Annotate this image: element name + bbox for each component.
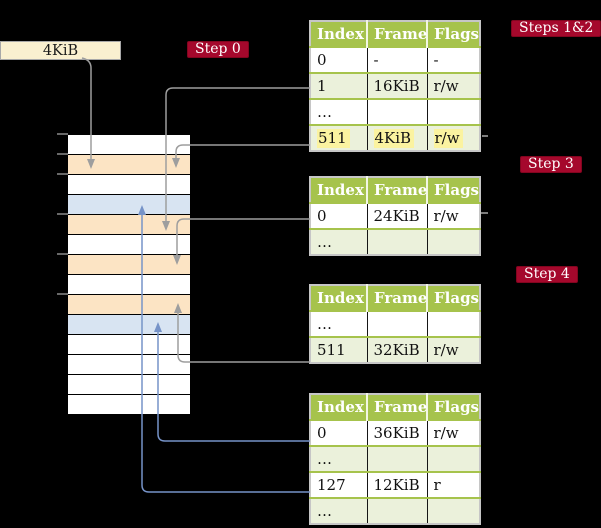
memory-frame-row [68, 375, 190, 395]
table-row: … [310, 98, 480, 125]
physical-memory-column [68, 134, 190, 415]
memory-frame-row [68, 135, 190, 155]
cell-flags [426, 497, 480, 524]
table-row: 0 24KiB r/w [310, 202, 480, 229]
cell-index: 511 [310, 336, 367, 363]
step-4-label: Step 4 [516, 266, 578, 283]
connector-stubs [481, 135, 488, 214]
column-header-frame: Frame [366, 21, 427, 47]
memory-frame-row [68, 315, 190, 335]
memory-frame-row [68, 175, 190, 195]
cell-index: … [310, 445, 367, 472]
cell-flags [426, 98, 480, 125]
cell-frame [366, 98, 427, 125]
column-header-flags: Flags [426, 285, 480, 311]
cell-frame [366, 445, 427, 472]
cell-index: 0 [310, 46, 367, 73]
memory-frame-row [68, 275, 190, 295]
memory-frame-row [68, 195, 190, 215]
cell-index: 1 [310, 72, 367, 99]
page-table-level3: Index Frame Flags 0 24KiB r/w … [309, 176, 481, 256]
cell-flags: r/w [426, 72, 480, 99]
column-header-index: Index [310, 285, 367, 311]
table-row: 0 - - [310, 46, 480, 73]
page-table-level4: Index Frame Flags 0 - - 1 16KiB r/w … 51… [309, 20, 481, 152]
memory-frame-row [68, 155, 190, 175]
level3-entry0-to-24kib-arrow [173, 218, 310, 265]
table-row: 1 16KiB r/w [310, 72, 480, 99]
cell-frame: 4KiB [366, 124, 427, 151]
memory-frame-row [68, 215, 190, 235]
table-header-row: Index Frame Flags [310, 285, 480, 311]
cell-frame: 32KiB [366, 336, 427, 363]
cell-index: … [310, 228, 367, 255]
cell-index: 0 [310, 419, 367, 446]
step-3-label: Step 3 [520, 156, 582, 173]
table-header-row: Index Frame Flags [310, 177, 480, 203]
memory-frame-row [68, 295, 190, 315]
memory-frame-row [68, 235, 190, 255]
memory-address-ticks [57, 133, 68, 295]
cell-index: 127 [310, 471, 367, 498]
cell-index: 511 [310, 124, 367, 151]
cell-flags [426, 310, 480, 337]
memory-frame-row [68, 255, 190, 275]
column-header-flags: Flags [426, 394, 480, 420]
cell-frame: 36KiB [366, 419, 427, 446]
level2-entry511-to-32kib-arrow [174, 303, 310, 363]
cell-flags [426, 228, 480, 255]
table-header-row: Index Frame Flags [310, 21, 480, 47]
cell-index: … [310, 310, 367, 337]
column-header-flags: Flags [426, 21, 480, 47]
table-row: … [310, 445, 480, 472]
cr3-address-label: 4KiB [42, 42, 79, 59]
level4-entry511-to-4kib-arrow [172, 144, 310, 168]
cell-frame: 16KiB [366, 72, 427, 99]
step-0-label: Step 0 [187, 41, 249, 58]
table-row-highlighted: 511 4KiB r/w [310, 124, 480, 151]
cell-flags: r/w [426, 336, 480, 363]
column-header-frame: Frame [366, 285, 427, 311]
page-table-level2: Index Frame Flags … 511 32KiB r/w [309, 284, 481, 364]
cell-index: … [310, 98, 367, 125]
cell-frame: 12KiB [366, 471, 427, 498]
column-header-index: Index [310, 21, 367, 47]
table-header-row: Index Frame Flags [310, 394, 480, 420]
cell-flags: r [426, 471, 480, 498]
memory-frame-row [68, 355, 190, 375]
cell-frame [366, 228, 427, 255]
page-table-level1: Index Frame Flags 0 36KiB r/w … 127 12Ki… [309, 393, 481, 525]
column-header-frame: Frame [366, 394, 427, 420]
steps-1-2-label: Steps 1&2 [511, 20, 601, 37]
column-header-index: Index [310, 394, 367, 420]
cell-flags [426, 445, 480, 472]
table-row: … [310, 228, 480, 255]
column-header-index: Index [310, 177, 367, 203]
table-row: … [310, 310, 480, 337]
column-header-frame: Frame [366, 177, 427, 203]
cell-frame: 24KiB [366, 202, 427, 229]
cell-index: 0 [310, 202, 367, 229]
cell-flags: r/w [426, 124, 480, 151]
cell-frame: - [366, 46, 427, 73]
table-row: 511 32KiB r/w [310, 336, 480, 363]
memory-frame-row [68, 335, 190, 355]
cell-flags: r/w [426, 202, 480, 229]
cell-frame [366, 497, 427, 524]
table-row: … [310, 497, 480, 524]
cell-flags: r/w [426, 419, 480, 446]
cell-index: … [310, 497, 367, 524]
cell-frame [366, 310, 427, 337]
memory-frame-row [68, 395, 190, 415]
column-header-flags: Flags [426, 177, 480, 203]
cell-flags: - [426, 46, 480, 73]
cr3-address-box: 4KiB [0, 41, 121, 60]
table-row: 0 36KiB r/w [310, 419, 480, 446]
table-row: 127 12KiB r [310, 471, 480, 498]
